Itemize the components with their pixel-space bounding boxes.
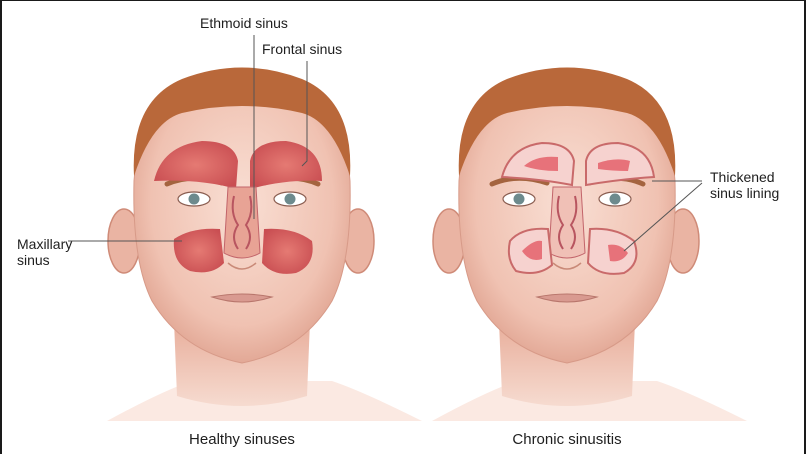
label-ethmoid-sinus: Ethmoid sinus bbox=[200, 15, 288, 31]
chronic-left-iris bbox=[514, 194, 525, 205]
label-thickened-line2: sinus lining bbox=[710, 185, 779, 201]
chronic-ethmoid-sinus bbox=[549, 187, 585, 258]
label-thickened-line1: Thickened bbox=[710, 169, 775, 185]
chronic-face bbox=[432, 68, 747, 422]
healthy-right-iris bbox=[285, 194, 296, 205]
label-frontal-sinus: Frontal sinus bbox=[262, 41, 342, 57]
label-maxillary-line1: Maxillary bbox=[17, 236, 72, 252]
healthy-ethmoid-sinus bbox=[224, 187, 260, 258]
chronic-right-iris bbox=[610, 194, 621, 205]
label-maxillary-line2: sinus bbox=[17, 252, 50, 268]
healthy-face bbox=[107, 68, 422, 422]
caption-chronic-sinusitis: Chronic sinusitis bbox=[467, 431, 667, 448]
healthy-left-iris bbox=[189, 194, 200, 205]
caption-healthy-sinuses: Healthy sinuses bbox=[142, 431, 342, 448]
